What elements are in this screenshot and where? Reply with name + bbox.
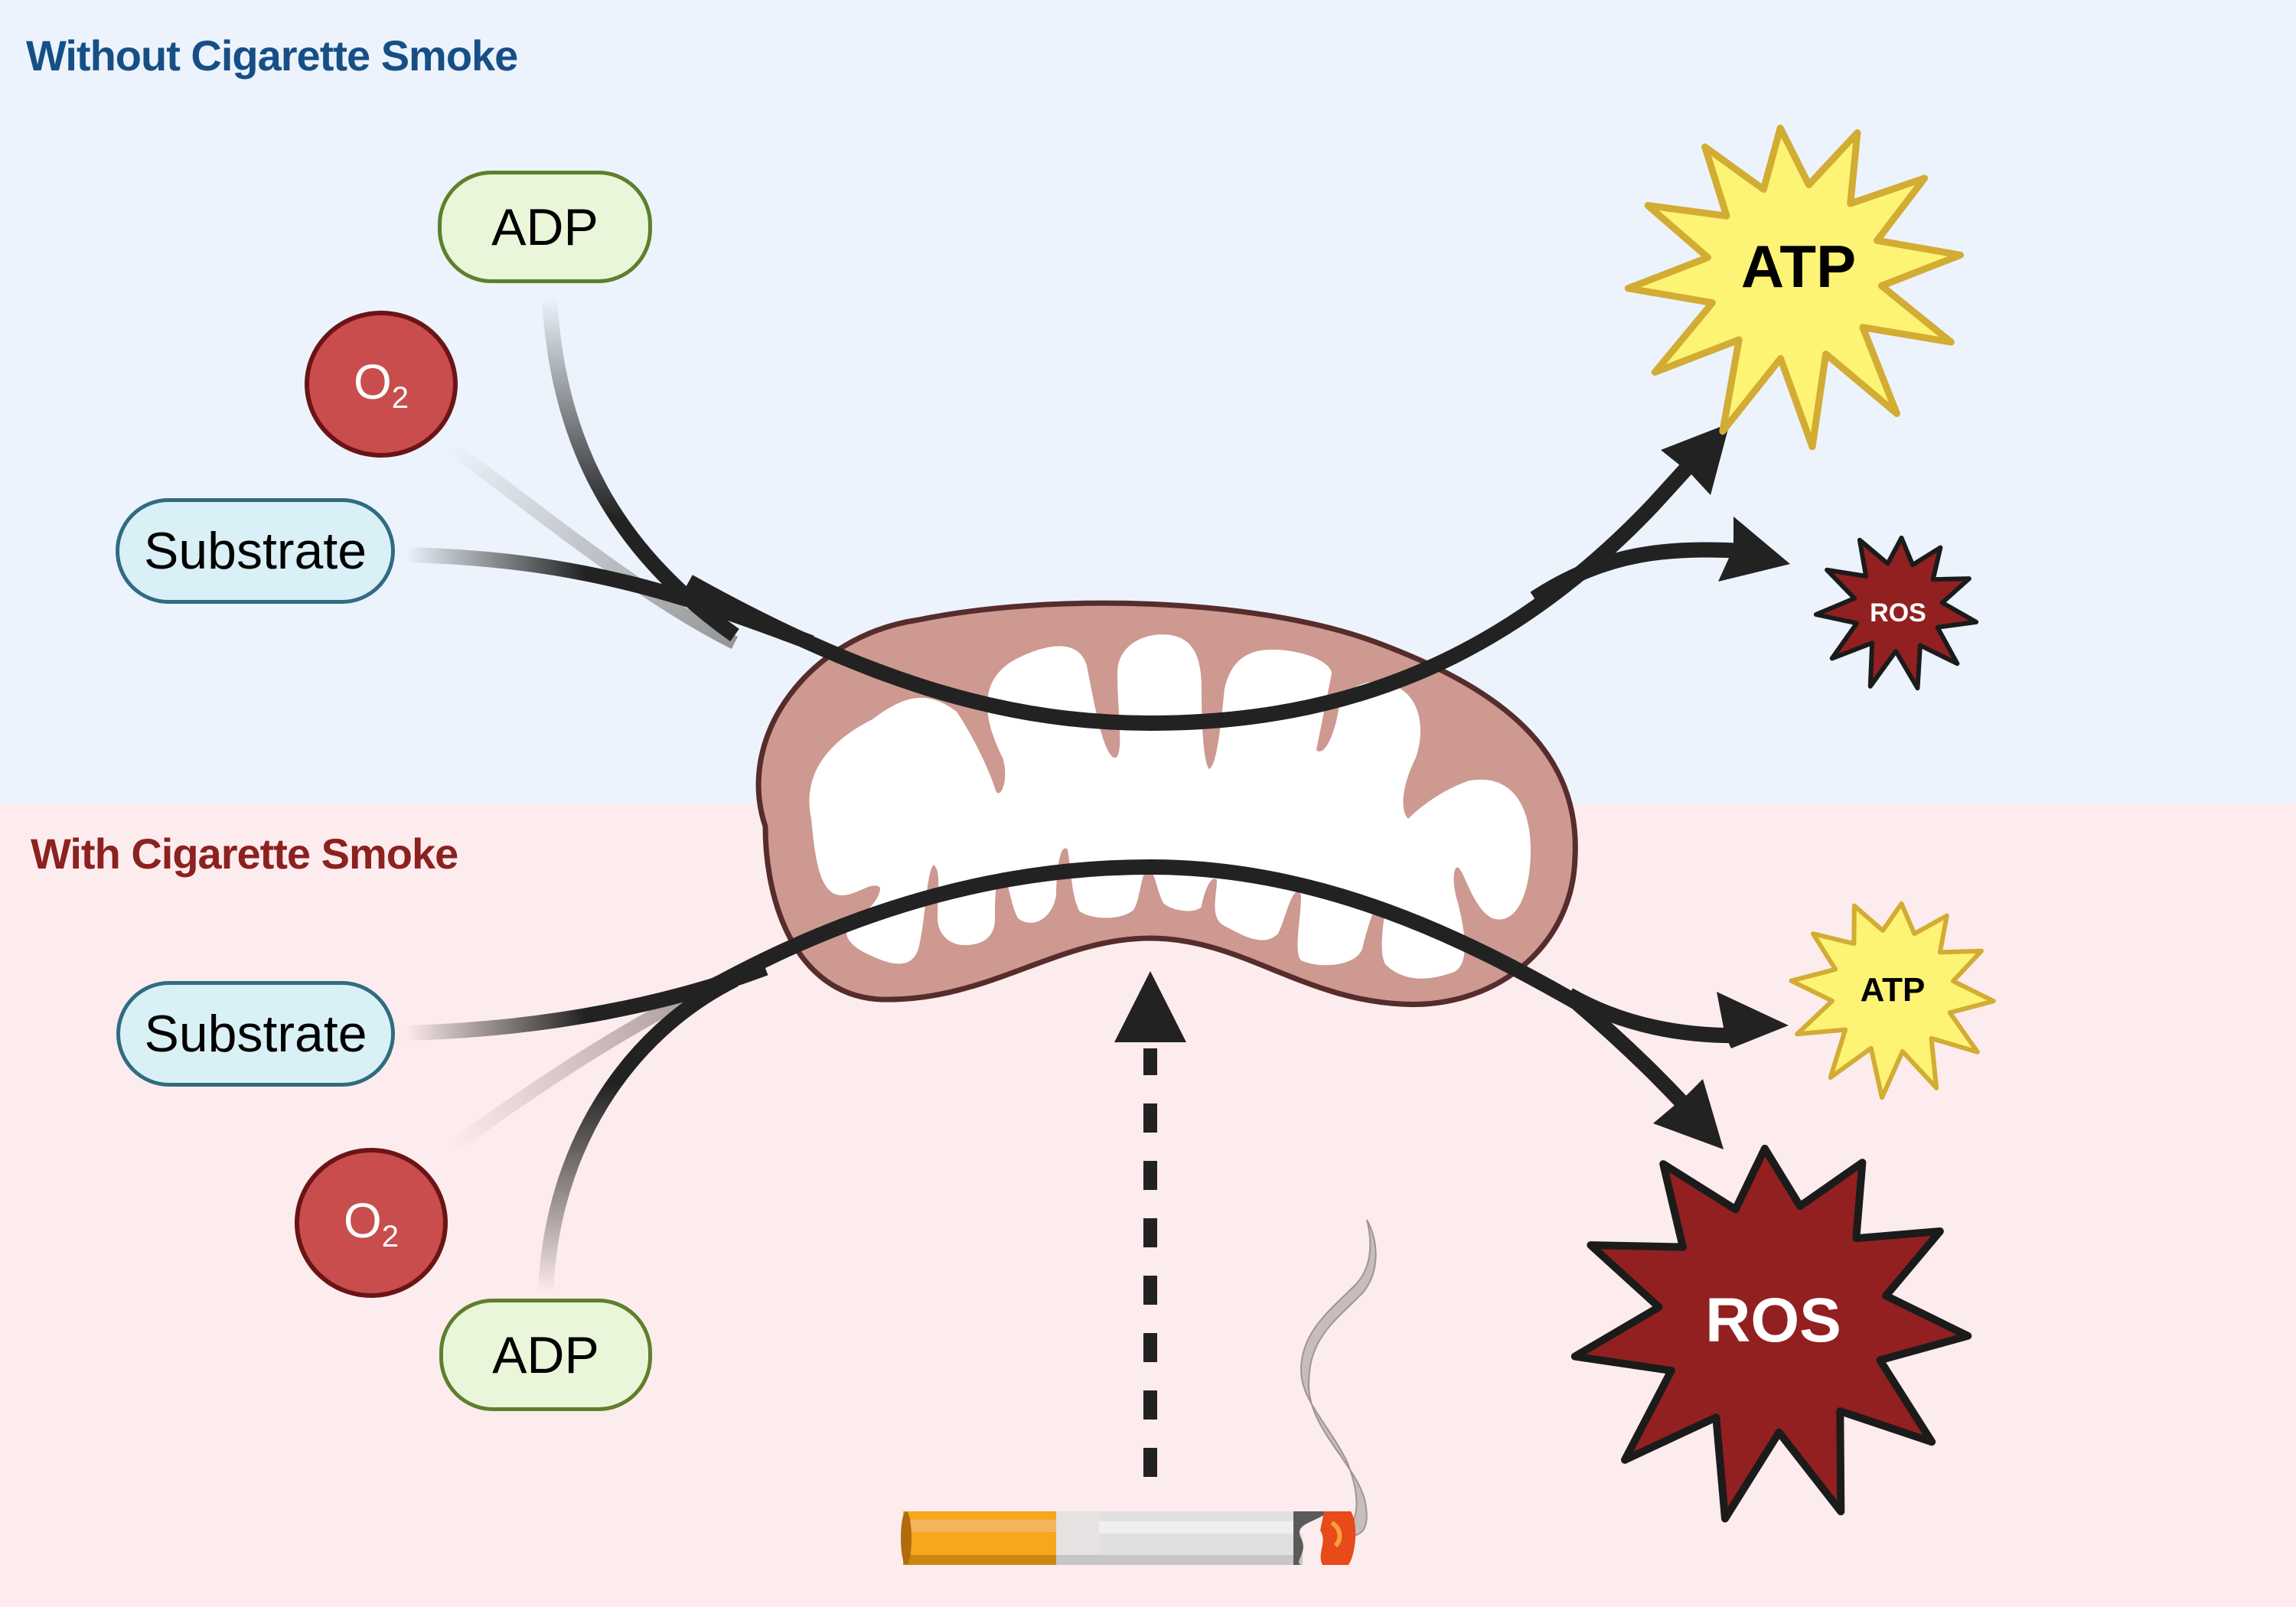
substrate-label-top: Substrate	[143, 522, 367, 580]
flow-o2-top	[447, 442, 739, 650]
adp-node-top: ADP	[438, 171, 652, 283]
flow-bottom-atp	[1565, 988, 1746, 1044]
bottom-input-flows	[405, 960, 768, 1294]
substrate-label-bottom: Substrate	[144, 1005, 367, 1063]
flow-adp-top	[542, 298, 739, 642]
flow-top-main	[685, 458, 1698, 732]
adp-node-bottom: ADP	[439, 1299, 652, 1411]
top-input-flows	[405, 298, 814, 650]
adp-label-top: ADP	[491, 197, 598, 256]
substrate-node-bottom: Substrate	[116, 981, 395, 1087]
flow-top-ros	[1530, 542, 1746, 605]
ros-star-top: ROS	[1813, 535, 1979, 691]
flow-adp-bottom	[538, 973, 739, 1294]
section-title-with-smoke: With Cigarette Smoke	[31, 830, 458, 878]
bottom-output-flows	[708, 859, 1789, 1149]
arrowhead-dashed	[1114, 971, 1186, 1042]
section-title-without-smoke: Without Cigarette Smoke	[26, 31, 518, 80]
arrowhead-bottom-atp	[1717, 992, 1789, 1048]
top-output-flows	[685, 423, 1790, 732]
atp-label-bottom: ATP	[1861, 971, 1926, 1009]
dashed-arrow	[1114, 971, 1186, 1477]
ros-label-top: ROS	[1870, 598, 1926, 627]
substrate-node-top: Substrate	[116, 498, 395, 604]
arrowhead-bottom-ros	[1653, 1079, 1724, 1149]
flow-bottom-main	[708, 859, 1705, 1126]
atp-star-bottom: ATP	[1789, 901, 1996, 1100]
arrowhead-top-atp	[1661, 423, 1730, 495]
ros-star-bottom: ROS	[1570, 1144, 1972, 1523]
atp-star-top: ATP	[1624, 124, 1964, 451]
adp-label-bottom: ADP	[492, 1325, 599, 1384]
arrowhead-top-ros	[1718, 517, 1790, 582]
ros-label-bottom: ROS	[1705, 1286, 1841, 1355]
cigarette-icon	[901, 1511, 1356, 1565]
o2-label-bottom: O2	[343, 1192, 400, 1253]
smoke-icon	[1300, 1219, 1377, 1540]
o2-node-top: O2	[305, 311, 458, 458]
o2-label-top: O2	[353, 354, 409, 415]
atp-label-top: ATP	[1741, 233, 1856, 300]
o2-node-bottom: O2	[295, 1148, 448, 1298]
